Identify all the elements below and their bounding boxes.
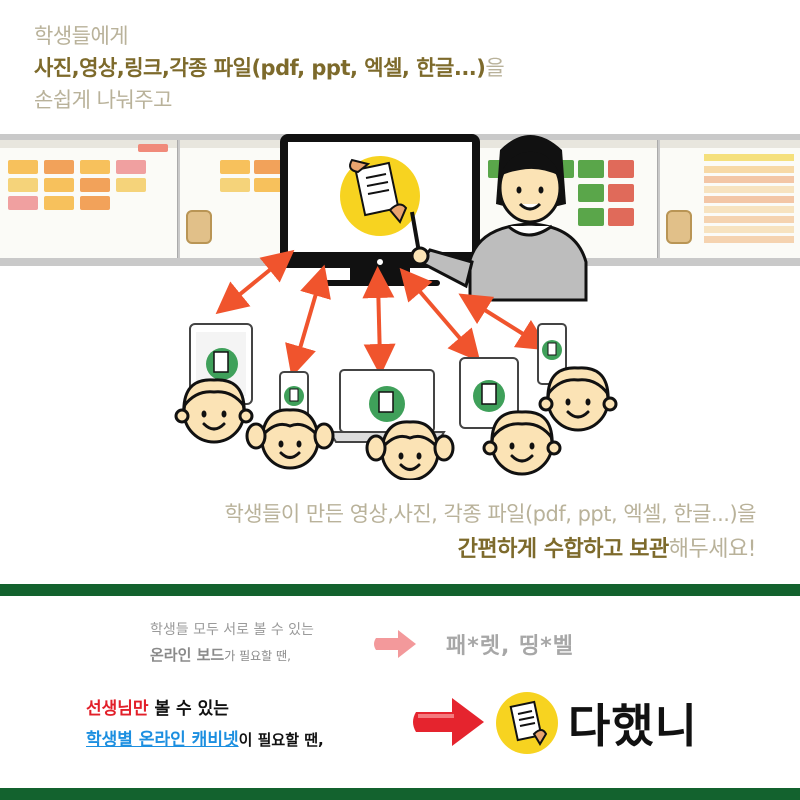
summary-highlight-store: 보관 [629,537,669,562]
student-face-icon [482,410,562,476]
student-face-icon [245,408,335,470]
screenshot-table [660,140,800,258]
collect-summary: 학생들이 만든 영상,사진, 각종 파일(pdf, ppt, 엑셀, 한글...… [224,496,756,568]
padlet-desc-line-2: 온라인 보드가 필요할 땐, [150,646,291,664]
dahaetni-desc-line-1: 선생님만 볼 수 있는 [86,699,229,719]
screenshot-sticky-board [0,140,178,258]
brand-name: 다했니 [568,699,698,753]
teacher-icon [410,135,588,302]
intro-line-3: 손쉽게 나눠주고 [34,88,172,112]
summary-tail: 해두세요! [668,537,757,562]
tablet-icon [459,357,519,429]
student-face-icon [538,366,618,432]
dahaetni-description: 선생님만 볼 수 있는 학생별 온라인 캐비넷이 필요할 땐, [86,694,416,756]
sharing-illustration [174,134,618,480]
student-face-icon [174,378,254,444]
padlet-description: 학생들 모두 서로 볼 수 있는 온라인 보드가 필요할 땐, [150,618,370,669]
intro-line-2: 사진,영상,링크,각종 파일(pdf, ppt, 엑셀, 한글...)을 [34,52,734,84]
bottom-divider [0,788,800,800]
intro-text: 학생들에게 사진,영상,링크,각종 파일(pdf, ppt, 엑셀, 한글...… [34,20,734,116]
summary-line-1: 학생들이 만든 영상,사진, 각종 파일(pdf, ppt, 엑셀, 한글...… [224,502,756,526]
padlet-name: 패*렛, 띵*벨 [446,634,574,659]
summary-highlight-collect: 간편하게 수합하고 [457,537,624,562]
dahaetni-desc-line-2: 학생별 온라인 캐비넷이 필요할 땐, [86,730,324,750]
arrow-right-icon [374,630,416,658]
intro-line-2-main: 사진,영상,링크,각종 파일(pdf, ppt, 엑셀, 한글...) [34,56,486,80]
intro-line-1: 학생들에게 [34,24,129,48]
intro-line-2-particle: 을 [485,56,505,80]
arrow-right-icon [413,698,484,746]
document-hand-logo-icon [496,692,558,754]
sharing-arrows [215,249,550,378]
top-divider [0,584,800,596]
screenshot-board-2 [180,140,292,258]
summary-line-2: 간편하게 수합하고 보관해두세요! [224,532,757,568]
padlet-desc-line-1: 학생들 모두 서로 볼 수 있는 [150,622,314,638]
phone-icon [537,323,567,385]
